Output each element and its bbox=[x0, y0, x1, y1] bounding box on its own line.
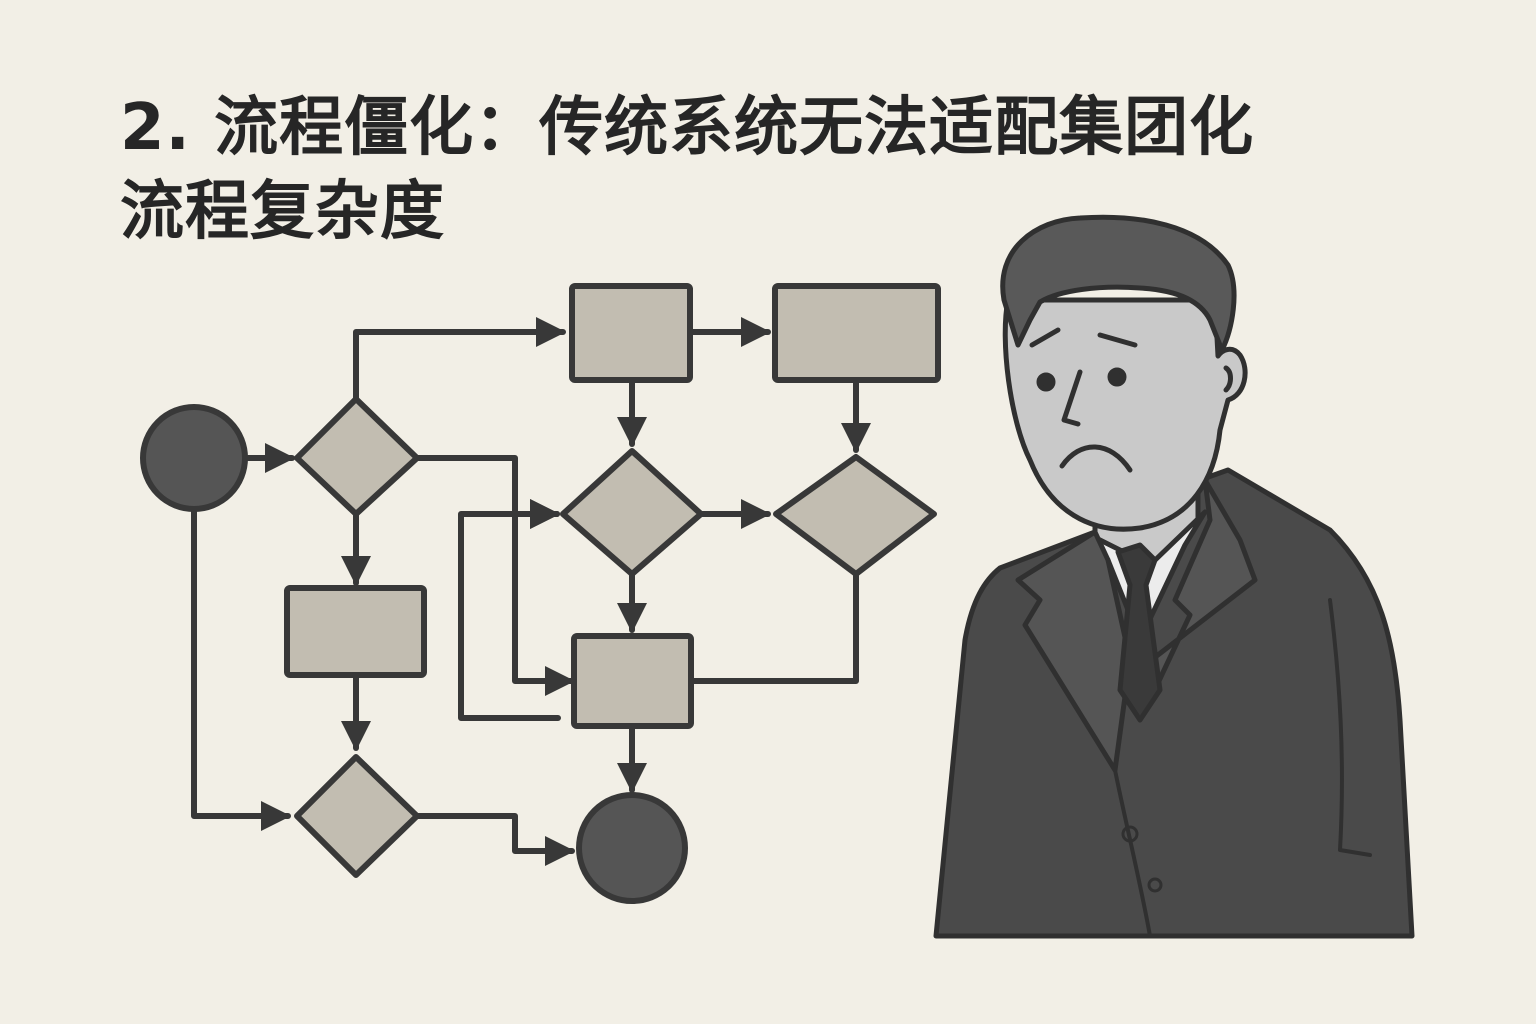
left-lapel bbox=[1015, 529, 1133, 773]
jacket-button-2 bbox=[1147, 877, 1163, 893]
decision-node-1 bbox=[294, 396, 420, 517]
end-node bbox=[576, 792, 688, 904]
connector-start-to-dbottom bbox=[191, 504, 291, 831]
right-eye bbox=[1107, 367, 1127, 387]
title-line-2: 流程复杂度 bbox=[120, 175, 445, 249]
left-eye bbox=[1036, 372, 1056, 392]
decision-node-mid-1 bbox=[560, 448, 704, 577]
decision-node-mid-2 bbox=[773, 454, 937, 577]
hair bbox=[1000, 214, 1237, 353]
jacket-center-seam bbox=[1113, 768, 1152, 938]
start-node bbox=[140, 404, 248, 512]
frowning-mouth bbox=[1059, 444, 1133, 473]
left-eyebrow bbox=[1029, 327, 1061, 348]
nose bbox=[1061, 369, 1083, 427]
process-node-top-1 bbox=[569, 283, 693, 383]
connector-d1-to-dmid1 bbox=[414, 455, 560, 529]
necktie bbox=[1115, 542, 1163, 723]
worried-businessman-icon bbox=[933, 214, 1415, 939]
connector-dmid2-to-pmid bbox=[689, 571, 859, 684]
arm-seam bbox=[1328, 598, 1372, 857]
process-node-top-2 bbox=[772, 283, 941, 383]
connector-d1-to-top1 bbox=[353, 317, 566, 405]
connector-dbottom-to-end bbox=[414, 813, 575, 866]
title-line-1: 2. 流程僵化：传统系统无法适配集团化 bbox=[120, 91, 1255, 165]
flowchart bbox=[140, 283, 941, 904]
process-node-left bbox=[284, 585, 427, 678]
connector-loop-to-dmid1 bbox=[458, 499, 561, 721]
connector-lines bbox=[191, 317, 871, 866]
face bbox=[1002, 297, 1248, 532]
slide-title: 2. 流程僵化：传统系统无法适配集团化 流程复杂度 bbox=[120, 86, 1420, 254]
process-node-mid bbox=[571, 633, 694, 729]
decision-node-bottom bbox=[294, 754, 420, 878]
ear-detail bbox=[1223, 365, 1233, 393]
connector-d1-to-pmid bbox=[512, 511, 575, 696]
right-eyebrow bbox=[1097, 332, 1138, 348]
